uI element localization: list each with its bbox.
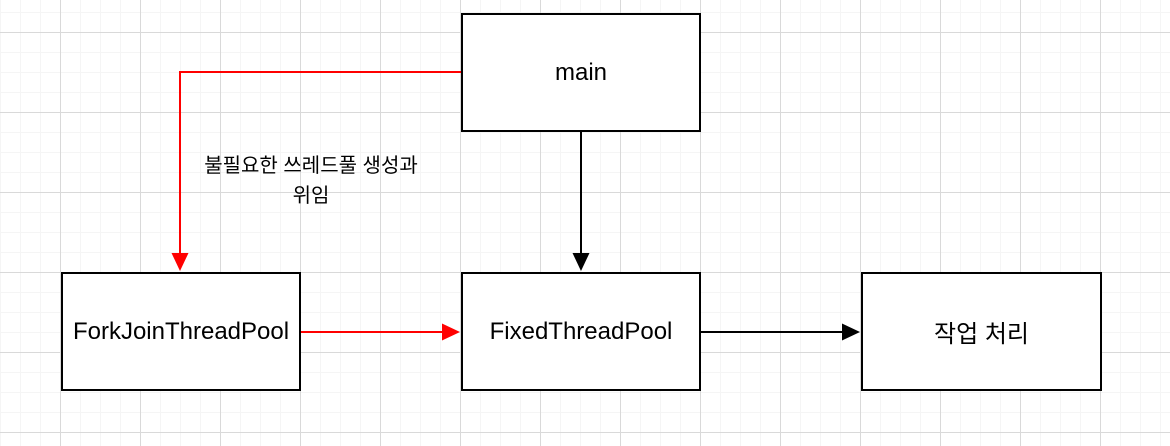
arrowhead-right-icon (442, 323, 460, 341)
edge-line[interactable] (179, 71, 461, 256)
node-main[interactable]: main (461, 13, 701, 132)
node-task-processing[interactable]: 작업 처리 (861, 272, 1102, 391)
arrowhead-down-icon (171, 253, 189, 271)
edge-forkjointhreadpool-to-fixedthreadpool[interactable] (301, 323, 460, 341)
edge-main-to-forkjointhreadpool[interactable] (171, 71, 462, 271)
edge-label-unnecessary-pool-creation[interactable]: 불필요한 쓰레드풀 생성과 위임 (204, 155, 418, 207)
node-fixedthreadpool[interactable]: FixedThreadPool (461, 272, 701, 391)
arrowhead-right-icon (842, 323, 860, 341)
node-forkjointhreadpool[interactable]: ForkJoinThreadPool (61, 272, 301, 391)
edge-main-to-fixedthreadpool[interactable] (572, 132, 590, 271)
arrowhead-down-icon (572, 253, 590, 271)
edge-fixedthreadpool-to-task[interactable] (701, 323, 860, 341)
